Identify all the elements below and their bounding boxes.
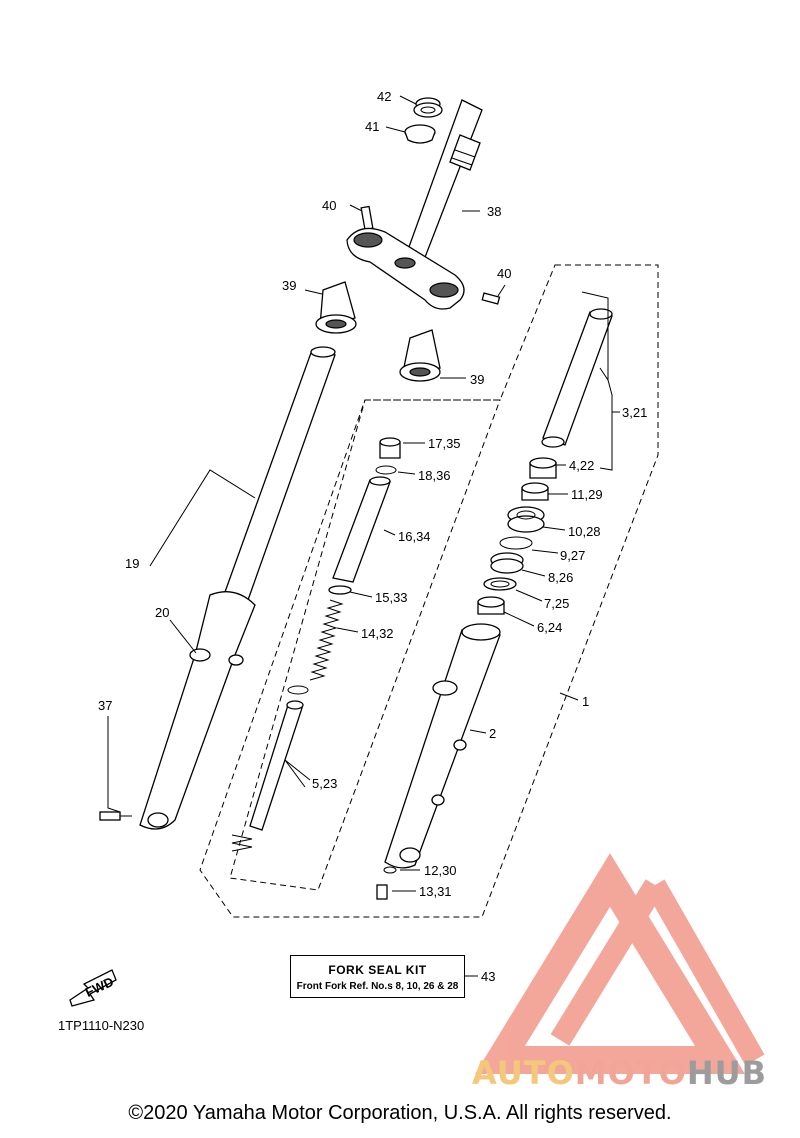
- gasket-12-30: [383, 866, 397, 874]
- label-41: 41: [365, 119, 379, 134]
- label-16-34: 16,34: [398, 529, 431, 544]
- washer-15-33: [328, 585, 352, 595]
- o-ring-18-36: [375, 465, 397, 475]
- label-13-31: 13,31: [419, 884, 452, 899]
- label-12-30: 12,30: [424, 863, 457, 878]
- fwd-label: FWD: [83, 974, 116, 1000]
- label-37: 37: [98, 698, 112, 713]
- washer-41: [404, 124, 436, 144]
- bushing-6-24: [477, 596, 505, 615]
- label-19: 19: [125, 556, 139, 571]
- label-8-26: 8,26: [548, 570, 573, 585]
- label-6-24: 6,24: [537, 620, 562, 635]
- label-39-left: 39: [282, 278, 296, 293]
- label-3-21: 3,21: [622, 405, 647, 420]
- label-40-lower: 40: [497, 266, 511, 281]
- dust-seal-8-26: [490, 552, 524, 574]
- fork-seal-kit-box: FORK SEAL KIT Front Fork Ref. No.s 8, 10…: [290, 955, 465, 998]
- label-20: 20: [155, 605, 169, 620]
- label-18-36: 18,36: [418, 468, 451, 483]
- oil-seal-10-28: [507, 506, 545, 533]
- automotohub-logo: [475, 853, 765, 1074]
- automotohub-wordmark: AUTOMOTOHUB: [472, 1054, 767, 1092]
- under-bracket: [346, 227, 465, 310]
- label-38: 38: [487, 204, 501, 219]
- label-9-27: 9,27: [560, 548, 585, 563]
- fork-seal-kit-reference: Front Fork Ref. No.s 8, 10, 26 & 28: [296, 981, 459, 992]
- label-14-32: 14,32: [361, 626, 394, 641]
- fork-outer-tube-outline: [229, 399, 501, 891]
- clip-9-27: [499, 536, 533, 550]
- ring-nut-42: [413, 97, 443, 118]
- label-17-35: 17,35: [428, 436, 461, 451]
- cover-39-right: [399, 329, 441, 382]
- label-43: 43: [481, 969, 495, 984]
- leader-lines: [107, 95, 620, 977]
- part-labels: 42 41 40 38 40 39 39 3,21 4,22 17,35 18,…: [98, 89, 647, 984]
- steering-stem-38: [404, 99, 483, 266]
- wordmark-auto: AUTO: [472, 1054, 575, 1092]
- bolt-37: [99, 811, 132, 821]
- bolt-40-lower: [481, 292, 501, 305]
- label-11-29: 11,29: [571, 487, 603, 502]
- label-10-28: 10,28: [568, 524, 601, 539]
- outer-tube-2: [384, 623, 501, 869]
- copyright-notice: ©2020 Yamaha Motor Corporation, U.S.A. A…: [128, 1102, 672, 1124]
- label-5-23: 5,23: [312, 776, 337, 791]
- inner-tube-3-21: [541, 308, 613, 448]
- wordmark-moto: MOTO: [574, 1054, 687, 1092]
- label-39-right: 39: [470, 372, 484, 387]
- cover-39-left: [315, 281, 357, 334]
- label-2: 2: [489, 726, 496, 741]
- label-7-25: 7,25: [544, 596, 569, 611]
- washer-7-25: [483, 577, 517, 591]
- wordmark-hub: HUB: [686, 1054, 768, 1092]
- left-fork-leg-19: [139, 346, 336, 830]
- label-40-upper: 40: [322, 198, 336, 213]
- spacer-16-34: [332, 476, 391, 583]
- label-4-22: 4,22: [569, 458, 594, 473]
- fwd-arrow-icon: FWD: [69, 969, 117, 1007]
- fork-seal-kit-title: FORK SEAL KIT: [328, 963, 427, 977]
- damper-rod-5-23: [231, 685, 309, 852]
- bolt-40-upper: [360, 205, 374, 231]
- cap-bolt-17-35: [379, 437, 401, 459]
- bushing-11-29: [521, 482, 549, 501]
- label-1: 1: [582, 694, 589, 709]
- diagram-code: 1TP1110-N230: [58, 1018, 145, 1033]
- label-15-33: 15,33: [375, 590, 408, 605]
- bushing-4-22: [529, 457, 557, 479]
- fork-spring-14-32: [309, 599, 344, 681]
- label-42: 42: [377, 89, 391, 104]
- bolt-13-31: [376, 884, 388, 900]
